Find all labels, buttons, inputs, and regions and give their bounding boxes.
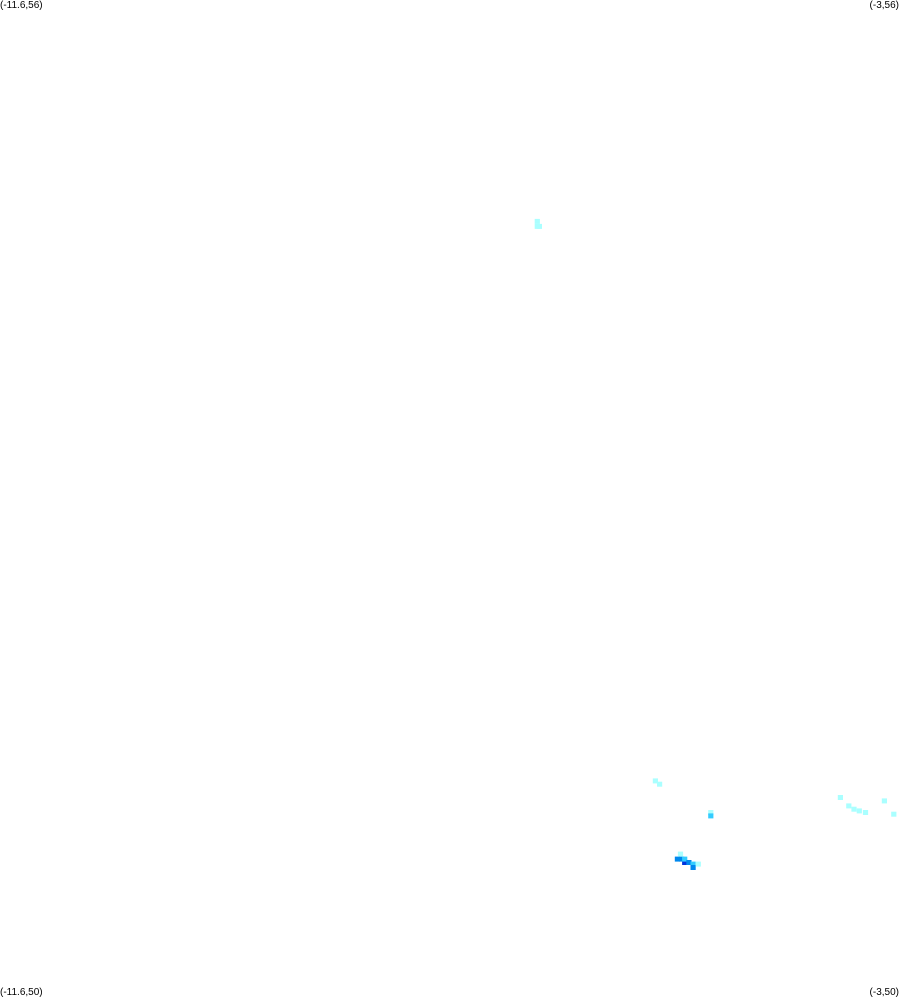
- corner-coordinate-top-left: (-11.6,56): [0, 0, 43, 11]
- data-cell: [657, 781, 663, 787]
- data-cell: [686, 860, 692, 865]
- data-cell: [695, 861, 701, 867]
- data-cell: [862, 810, 869, 815]
- data-cell: [534, 218, 540, 224]
- corner-coordinate-bottom-right: (-3,50): [869, 987, 899, 998]
- data-cell: [682, 856, 688, 862]
- data-cell: [891, 811, 897, 817]
- data-cell: [846, 803, 852, 809]
- data-cell: [677, 851, 684, 857]
- data-cell: [674, 856, 680, 862]
- data-cell: [682, 860, 688, 865]
- corner-coordinate-top-right: (-3,56): [869, 0, 899, 11]
- data-cell: [851, 806, 857, 812]
- data-cell: [652, 778, 658, 784]
- data-cell: [708, 810, 714, 815]
- data-cell: [708, 813, 714, 819]
- data-cell: [536, 223, 542, 229]
- data-cell: [881, 798, 887, 804]
- data-cell: [679, 856, 685, 862]
- corner-coordinate-bottom-left: (-11.6,50): [0, 987, 43, 998]
- data-cells-layer: [534, 218, 897, 870]
- data-cell: [856, 808, 862, 814]
- data-cell: [690, 865, 696, 870]
- data-cell: [690, 861, 696, 867]
- data-cell: [837, 795, 843, 800]
